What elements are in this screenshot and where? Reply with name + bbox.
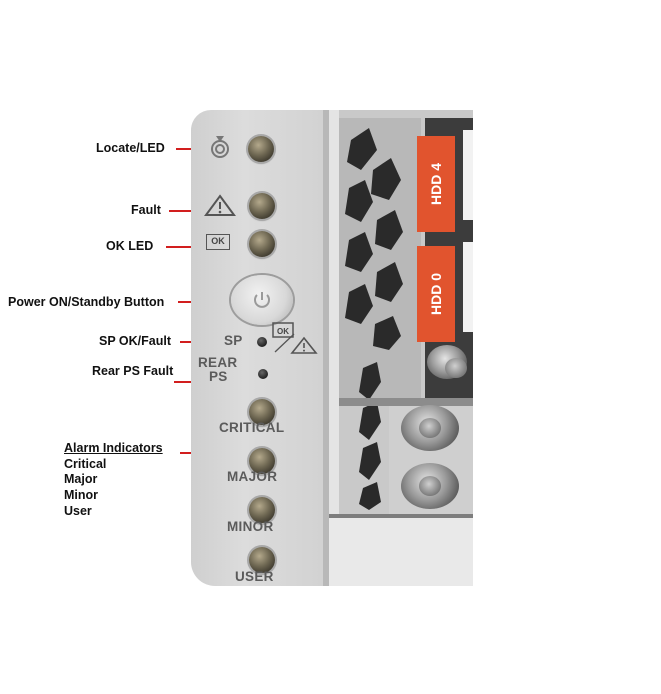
locate-icon bbox=[211, 136, 229, 158]
drive-bay bbox=[329, 110, 473, 586]
critical-label: CRITICAL bbox=[219, 420, 285, 435]
locate-led[interactable] bbox=[248, 136, 274, 162]
minor-led bbox=[249, 497, 275, 523]
leader-ok-led bbox=[166, 246, 198, 248]
critical-led bbox=[249, 399, 275, 425]
hdd-4-text: HDD 4 bbox=[428, 162, 444, 206]
minor-label: MINOR bbox=[227, 519, 274, 534]
hdd-0-text: HDD 0 bbox=[428, 272, 444, 316]
thumbscrew-upper[interactable] bbox=[401, 405, 459, 451]
major-led bbox=[249, 448, 275, 474]
callout-rear-ps: Rear PS Fault bbox=[92, 364, 174, 378]
rear-label-line2: PS bbox=[209, 369, 228, 384]
leader-fault bbox=[169, 210, 199, 212]
callout-alarm-minor: Minor bbox=[64, 488, 99, 502]
callout-alarm-user: User bbox=[64, 504, 92, 518]
callout-alarm-heading: Alarm Indicators bbox=[64, 441, 163, 455]
callout-fault: Fault bbox=[131, 203, 161, 217]
callout-alarm-critical: Critical bbox=[64, 457, 107, 471]
power-icon bbox=[254, 292, 270, 308]
thumbscrew-lower[interactable] bbox=[401, 463, 459, 509]
rear-ps-led bbox=[258, 369, 268, 379]
user-label: USER bbox=[235, 569, 274, 584]
callout-ok-led: OK LED bbox=[106, 239, 154, 253]
sp-led bbox=[257, 337, 267, 347]
sp-ok-fault-icon: OK bbox=[272, 322, 318, 354]
rear-label-line1: REAR bbox=[198, 355, 238, 370]
ok-icon: OK bbox=[206, 234, 230, 250]
fault-led bbox=[249, 193, 275, 219]
major-label: MAJOR bbox=[227, 469, 278, 484]
leader-locate bbox=[176, 148, 198, 150]
callout-power: Power ON/Standby Button bbox=[8, 295, 165, 309]
hdd-0-label: HDD 0 bbox=[417, 246, 455, 342]
user-led bbox=[249, 547, 275, 573]
callout-locate: Locate/LED bbox=[96, 141, 165, 155]
ok-led bbox=[249, 231, 275, 257]
bay-grille bbox=[329, 110, 473, 586]
sp-label: SP bbox=[224, 333, 243, 348]
power-standby-button[interactable] bbox=[231, 275, 293, 325]
callout-sp: SP OK/Fault bbox=[99, 334, 172, 348]
leader-rear-ps bbox=[174, 381, 193, 383]
callout-alarm-major: Major bbox=[64, 472, 98, 486]
screw-small bbox=[427, 345, 467, 379]
sp-ok-icon-label: OK bbox=[277, 327, 289, 336]
hdd-4-label: HDD 4 bbox=[417, 136, 455, 232]
fault-warning-icon bbox=[204, 194, 236, 216]
